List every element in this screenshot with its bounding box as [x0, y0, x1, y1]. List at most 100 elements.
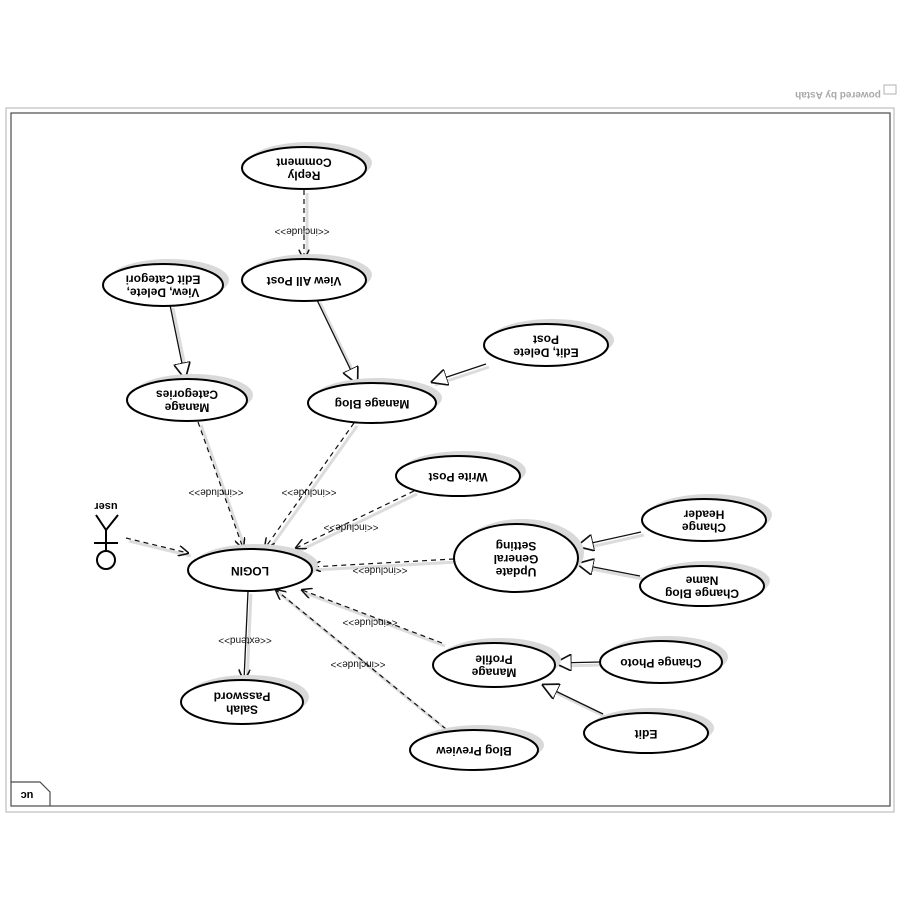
relation-write-to-login[interactable] [296, 490, 415, 548]
use-case-label: Categories [156, 387, 218, 401]
use-case-edit[interactable]: Edit [583, 708, 714, 754]
use-case-login[interactable]: LOGIN [187, 544, 318, 592]
use-case-label: Profile [475, 652, 513, 666]
use-case-label: View, Delete, [127, 285, 200, 299]
use-case-label: Header [683, 507, 724, 521]
use-case-ellipse [599, 640, 723, 684]
relation-header-to-setting[interactable] [578, 531, 642, 546]
use-case-label: Comment [276, 155, 331, 169]
actor-leg-right [105, 514, 119, 531]
relation-label-write-to-login: <<include>> [323, 521, 378, 532]
relation-shadow-preview-to-login [278, 591, 450, 734]
diagram-frame [10, 112, 891, 807]
use-case-ellipse [180, 679, 304, 725]
use-case-write-post[interactable]: Write Post [395, 451, 526, 497]
use-case-ellipse [639, 565, 765, 607]
use-case-ellipse [395, 455, 521, 497]
actor-leg-left [95, 514, 107, 531]
relation-shadow-setting-to-login [313, 560, 458, 572]
frame-label: uc [21, 789, 34, 801]
use-case-manage-blog[interactable]: Manage Blog [307, 378, 442, 424]
use-case-view-all-post[interactable]: View All Post [241, 254, 372, 302]
use-case-view-delete-edit-category[interactable]: View, Delete,Edit Categori [102, 259, 229, 307]
use-case-ellipse [102, 263, 224, 307]
frame-label-tab [11, 781, 51, 806]
use-case-label: Change Blog [665, 586, 739, 600]
relation-categori-to-categories[interactable] [169, 304, 185, 378]
relation-setting-to-login[interactable] [311, 558, 455, 567]
use-case-ellipse [126, 378, 248, 422]
use-case-ellipse [432, 642, 556, 688]
relation-label-setting-to-login: <<include>> [352, 564, 407, 575]
use-case-label: Manage Blog [335, 397, 410, 411]
relation-profile-to-login[interactable] [302, 590, 443, 644]
relationship-lines: <<include>> <<include>> <<include>> <<inclu… [125, 190, 645, 734]
relation-label-preview-to-login: <<include>> [330, 658, 385, 669]
use-case-ellipse [307, 382, 437, 424]
relation-shadow-login-to-password [245, 593, 253, 684]
use-case-label: Reply [287, 168, 320, 182]
use-case-label: Change [682, 520, 726, 534]
use-case-ellipse [187, 548, 313, 592]
use-case-label: Edit Categori [126, 272, 201, 286]
relation-label-profile-to-login: <<include>> [342, 616, 397, 627]
use-case-ellipse [409, 729, 539, 771]
relation-label-login-to-password: <<extend>> [218, 634, 272, 645]
relation-preview-to-login[interactable] [276, 590, 447, 730]
diagram-outer-frame [5, 107, 895, 813]
use-case-label: View All Post [267, 274, 342, 288]
relation-shadow-write-to-login [298, 492, 418, 553]
relation-blog-to-login[interactable] [265, 422, 355, 548]
relation-view-to-blog[interactable] [316, 299, 357, 383]
use-case-ellipse [453, 523, 579, 593]
relation-shadow-blog-to-login [266, 425, 359, 552]
relation-actor-to-login[interactable] [125, 537, 188, 553]
use-case-ellipse [483, 323, 609, 367]
use-case-ellipse [641, 498, 767, 542]
use-case-label: Post [533, 332, 559, 346]
relation-label-reply-to-view: <<include>> [274, 225, 329, 236]
use-case-label: Write Post [428, 470, 487, 484]
relation-name-to-setting[interactable] [578, 564, 641, 577]
relation-label-categories-to-login: <<include>> [188, 486, 243, 497]
use-case-label: Edit [635, 727, 658, 741]
relation-edit-to-profile[interactable] [543, 685, 604, 715]
use-case-label: Manage [164, 400, 209, 414]
use-case-label: Salah [226, 702, 258, 716]
relation-categories-to-login[interactable] [197, 421, 243, 548]
relation-shadow-profile-to-login [304, 591, 446, 648]
actor-user[interactable]: user [94, 500, 119, 570]
use-case-label: Edit, Delete [513, 345, 579, 359]
use-case-change-photo[interactable]: Change Photo [599, 636, 728, 684]
use-case-ellipse [583, 712, 709, 754]
use-case-label: Change Photo [620, 656, 701, 670]
use-case-label: Setting [496, 539, 537, 553]
relation-shadow-photo-to-profile [558, 663, 604, 668]
use-case-blog-preview[interactable]: Blog Preview [409, 725, 544, 771]
use-case-label: Password [214, 689, 271, 703]
use-case-ellipse [241, 258, 367, 302]
use-case-ellipse [241, 146, 367, 190]
relation-shadow-categories-to-login [199, 424, 248, 552]
actor-head [96, 550, 116, 570]
use-case-label: LOGIN [231, 564, 269, 578]
relation-photo-to-profile[interactable] [556, 662, 601, 663]
relation-login-to-password[interactable] [244, 590, 248, 680]
relation-editpost-to-blog[interactable] [432, 363, 487, 382]
watermark-logo-icon [883, 84, 897, 95]
use-case-label: General [494, 552, 539, 566]
relation-label-blog-to-login: <<include>> [281, 486, 336, 497]
actor-name: user [94, 500, 118, 512]
use-case-label: Update [495, 565, 536, 579]
use-case-label: Name [685, 573, 718, 587]
